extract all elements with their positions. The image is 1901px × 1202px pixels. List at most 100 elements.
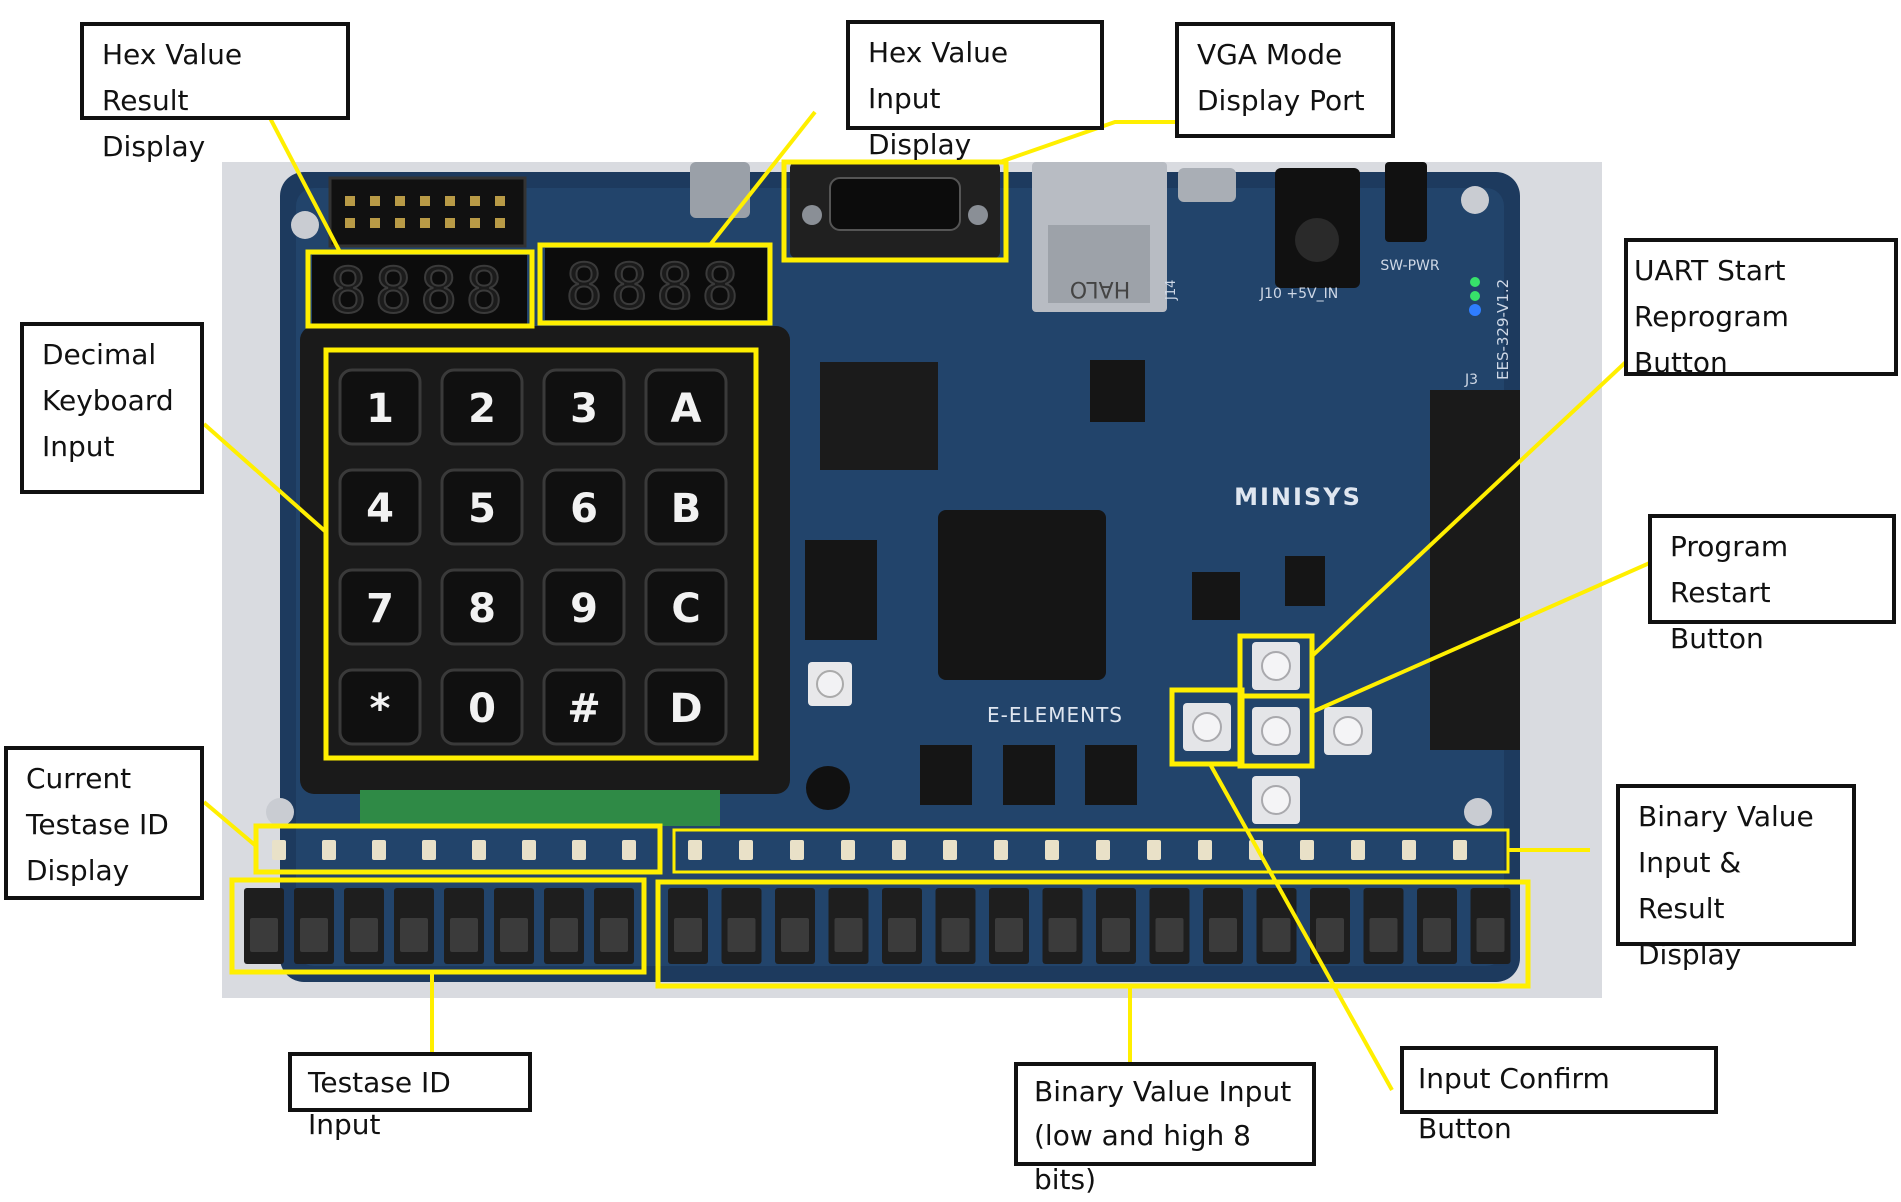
keypad-key-label: B bbox=[671, 486, 702, 532]
led bbox=[322, 840, 336, 860]
label-testcase-input: Testase ID Input bbox=[288, 1052, 532, 1141]
ic-small bbox=[1285, 556, 1325, 606]
label-current-testcase: Current Testase ID Display bbox=[4, 746, 204, 900]
jtag-pin bbox=[345, 196, 355, 206]
slide-switch-knob bbox=[834, 918, 863, 952]
slide-switch-knob bbox=[781, 918, 809, 952]
mount-hole bbox=[1461, 186, 1489, 214]
led bbox=[1147, 840, 1161, 860]
label-program-restart: Program Restart Button bbox=[1648, 514, 1896, 655]
slide-switch-knob bbox=[727, 918, 756, 952]
slide-switch-knob bbox=[1048, 918, 1077, 952]
led bbox=[790, 840, 804, 860]
power-switch bbox=[1385, 162, 1427, 242]
keypad-key-label: 2 bbox=[468, 386, 496, 432]
led bbox=[1096, 840, 1110, 860]
power-jack-hole bbox=[1295, 218, 1339, 262]
ic-u15 bbox=[820, 362, 938, 470]
brand-eelements: E-ELEMENTS bbox=[987, 703, 1123, 727]
keypad-key bbox=[440, 568, 524, 646]
label-binary-display: Binary Value Input & Result Display bbox=[1616, 784, 1856, 971]
keypad-key-label: C bbox=[671, 586, 700, 632]
ic-u7 bbox=[920, 745, 972, 805]
jtag-pin bbox=[470, 218, 480, 228]
label-hex-result: Hex Value Result Display bbox=[80, 22, 350, 163]
ic-fpga bbox=[938, 510, 1106, 680]
slide-switch-knob bbox=[941, 918, 970, 952]
j14-label: J14 bbox=[1164, 280, 1179, 301]
highlight-vga bbox=[781, 159, 1009, 263]
seven-seg-right bbox=[545, 248, 767, 320]
keypad-key-label: A bbox=[671, 386, 702, 432]
leader-hex-input bbox=[708, 110, 817, 247]
jtag-pin bbox=[445, 218, 455, 228]
leader-confirm bbox=[1208, 763, 1394, 1091]
leader-vga bbox=[999, 120, 1175, 164]
ic-u5 bbox=[1003, 745, 1055, 805]
jtag-pin bbox=[345, 218, 355, 228]
push-button-cap bbox=[1333, 716, 1363, 746]
ic-u4 bbox=[1085, 745, 1137, 805]
leader-uart bbox=[1310, 358, 1630, 658]
led bbox=[1453, 840, 1467, 860]
keypad-key-label: 8 bbox=[468, 586, 496, 632]
keypad-key-label: D bbox=[669, 686, 702, 732]
led bbox=[472, 840, 486, 860]
jtag-pin bbox=[445, 196, 455, 206]
slide-switch-knob bbox=[1155, 918, 1184, 952]
slide-switch-knob bbox=[1262, 918, 1291, 952]
keypad-key bbox=[542, 468, 626, 546]
keypad-key bbox=[440, 468, 524, 546]
ethernet-jack-window bbox=[1048, 225, 1150, 303]
jtag-header bbox=[328, 176, 527, 248]
led bbox=[739, 840, 753, 860]
slide-switch-knob bbox=[1316, 918, 1344, 952]
keypad-connector-pcb bbox=[360, 790, 720, 826]
connector-j3 bbox=[1430, 390, 1520, 750]
leader-hex-result bbox=[268, 117, 342, 253]
keypad-key bbox=[542, 568, 626, 646]
slide-switch-knob bbox=[500, 918, 528, 952]
slide-switch-knob bbox=[995, 918, 1023, 952]
leader-current-testcase bbox=[202, 800, 258, 848]
led bbox=[1351, 840, 1365, 860]
push-button-cap bbox=[1261, 785, 1291, 815]
status-led bbox=[1470, 277, 1480, 287]
keypad-key bbox=[338, 468, 422, 546]
keypad-key-label: 7 bbox=[366, 586, 394, 632]
led bbox=[1402, 840, 1416, 860]
version-label: EES-329-V1.2 bbox=[1494, 279, 1512, 380]
jtag-pin bbox=[370, 218, 380, 228]
seven-seg-left-digits: 8888 bbox=[329, 254, 510, 327]
j10-label: J10 +5V_IN bbox=[1259, 286, 1338, 302]
j3-label: J3 bbox=[1464, 372, 1478, 388]
slide-switch-knob bbox=[250, 918, 278, 952]
led bbox=[892, 840, 906, 860]
mount-hole bbox=[291, 211, 319, 239]
slide-switch-knob bbox=[1369, 918, 1398, 952]
label-hex-input: Hex Value Input Display bbox=[846, 20, 1104, 161]
push-button-cap bbox=[1261, 651, 1291, 681]
keypad-key-label: 3 bbox=[570, 386, 598, 432]
led bbox=[422, 840, 436, 860]
jtag-pin bbox=[495, 196, 505, 206]
vga-screw bbox=[968, 205, 988, 225]
keypad-key bbox=[542, 368, 626, 446]
led bbox=[841, 840, 855, 860]
keypad-key bbox=[338, 568, 422, 646]
led bbox=[1045, 840, 1059, 860]
label-vga: VGA Mode Display Port bbox=[1175, 22, 1395, 138]
keypad-key bbox=[440, 668, 524, 746]
leader-keyboard bbox=[202, 422, 328, 534]
slide-switch-knob bbox=[550, 918, 578, 952]
led bbox=[688, 840, 702, 860]
mount-hole bbox=[266, 798, 294, 826]
highlight-current-testcase bbox=[253, 823, 663, 875]
keypad-key bbox=[338, 368, 422, 446]
led bbox=[372, 840, 386, 860]
vga-connector-face bbox=[829, 177, 961, 231]
keypad-key bbox=[644, 668, 728, 746]
mount-hole bbox=[1464, 798, 1492, 826]
keypad-key bbox=[338, 668, 422, 746]
buzzer bbox=[806, 766, 850, 810]
